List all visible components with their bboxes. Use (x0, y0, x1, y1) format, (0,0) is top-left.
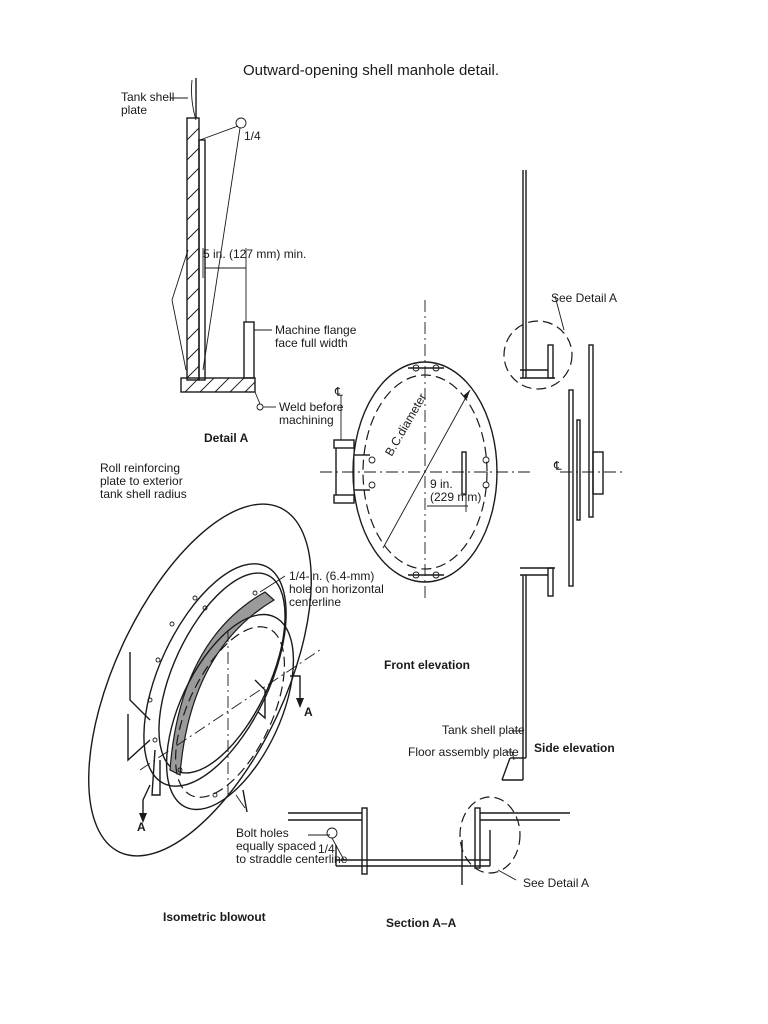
label-isometric-blowout: Isometric blowout (163, 910, 266, 924)
side-elevation-drawing (501, 170, 625, 781)
centerline-symbol-front: ℄ (335, 385, 343, 399)
label-front-elevation: Front elevation (384, 658, 471, 672)
label-nine-inch: 9 in. (229 mm) (430, 477, 482, 504)
label-tank-shell-plate-side: Tank shell plate (442, 723, 525, 737)
centerline-symbol-side: ℄ (554, 459, 562, 473)
label-quarter-inch-hole: 1/4-in. (6.4-mm) hole on horizontal cent… (289, 569, 384, 609)
label-tank-shell-plate: Tank shell plate (121, 90, 175, 117)
label-see-detail-a-top: See Detail A (551, 291, 618, 305)
isometric-blowout-drawing (88, 503, 321, 857)
label-section-aa: Section A–A (386, 916, 457, 930)
label-five-inch-min: 5 in. (127 mm) min. (203, 247, 307, 261)
diagram-title: Outward-opening shell manhole detail. (243, 62, 499, 79)
label-section-arrow-left: A (137, 820, 146, 834)
section-aa-drawing (288, 796, 570, 885)
label-machine-flange: Machine flange face full width (275, 323, 357, 350)
front-elevation-drawing (320, 300, 530, 600)
label-weld-size-bottom: 1/4 (318, 842, 335, 856)
label-roll-reinforcing: Roll reinforcing plate to exterior tank … (100, 461, 187, 501)
label-side-elevation: Side elevation (534, 741, 615, 755)
label-weld-before-machining: Weld before machining (279, 400, 344, 427)
label-floor-assembly-plate: Floor assembly plate (408, 745, 519, 759)
label-see-detail-a-bottom: See Detail A (523, 876, 590, 890)
label-weld-size-top: 1/4 (244, 129, 261, 143)
label-detail-a: Detail A (204, 431, 249, 445)
label-bolt-holes: Bolt holes equally spaced to straddle ce… (236, 826, 348, 866)
detail-a-drawing (170, 78, 276, 411)
label-section-arrow-right: A (304, 705, 313, 719)
